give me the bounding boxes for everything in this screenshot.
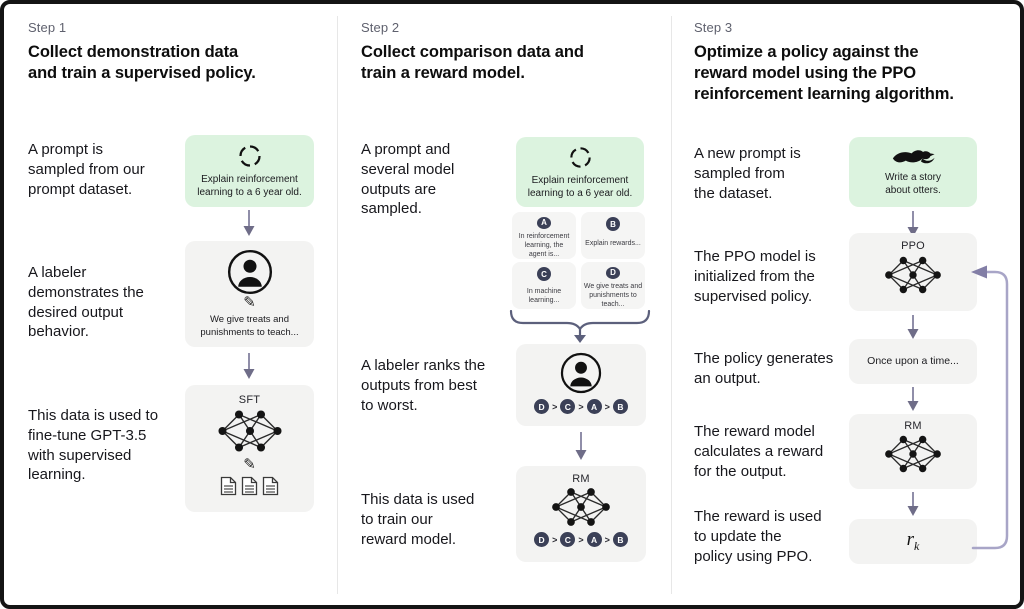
output-b-text: Explain rewards... xyxy=(585,240,641,247)
step3-caption-ppo: The PPO model is initialized from the su… xyxy=(694,248,816,305)
step2-prompt-box: Explain reinforcement learning to a 6 ye… xyxy=(516,137,644,207)
ranking-row: D > C > A > B xyxy=(534,399,628,414)
step1-caption-prompt: A prompt is sampled from our prompt data… xyxy=(28,141,145,198)
step3-ppo-box: PPO xyxy=(849,233,977,311)
step1-sft-box: SFT ✎ xyxy=(185,385,314,512)
arrow-down-icon xyxy=(242,353,256,379)
step2-labeler-box: D > C > A > B xyxy=(516,344,646,426)
step1-title: Collect demonstration data and train a s… xyxy=(28,43,256,83)
column-divider xyxy=(337,16,338,594)
step2-prompt-text: Explain reinforcement learning to a 6 ye… xyxy=(527,174,633,199)
letter-badge: B xyxy=(606,217,620,231)
arrow-down-icon xyxy=(906,315,920,339)
output-card-c: C In machine learning... xyxy=(512,262,576,309)
arrow-down-icon xyxy=(906,492,920,516)
letter-badge: D xyxy=(606,267,620,279)
output-card-b: B Explain rewards... xyxy=(581,212,645,259)
person-icon xyxy=(560,352,602,394)
arrow-down-icon xyxy=(574,432,588,460)
rank-badge: D xyxy=(534,532,550,547)
neural-network-icon xyxy=(884,255,942,295)
step1-labeler-box: ✎ We give treats and punishments to teac… xyxy=(185,241,314,347)
output-card-d: D We give treats and punishments to teac… xyxy=(581,262,645,309)
letter-badge: C xyxy=(537,267,551,281)
rank-separator: > xyxy=(552,401,558,412)
step2-caption-ranks: A labeler ranks the outputs from best to… xyxy=(361,357,486,414)
step1-label: Step 1 xyxy=(28,20,67,35)
rank-badge: A xyxy=(586,399,602,414)
step1-caption-finetune: This data is used to fine-tune GPT-3.5 w… xyxy=(28,407,159,484)
ppo-label: PPO xyxy=(901,240,925,252)
refresh-icon xyxy=(568,145,593,170)
ranking-row: D > C > A > B xyxy=(534,532,628,547)
rm-label: RM xyxy=(904,420,922,432)
rank-badge: A xyxy=(586,532,602,547)
letter-badge: A xyxy=(537,217,551,229)
neural-network-icon xyxy=(884,434,942,474)
rank-separator: > xyxy=(604,401,610,412)
step1-labeler-text: We give treats and punishments to teach.… xyxy=(200,314,299,338)
reward-value: rk xyxy=(906,529,920,553)
step2-caption-prompt: A prompt and several model outputs are s… xyxy=(361,141,455,218)
step3-prompt-box: Write a story about otters. xyxy=(849,137,977,207)
neural-network-icon xyxy=(551,487,611,527)
arrow-down-icon xyxy=(242,210,256,236)
documents-icon xyxy=(220,476,279,496)
rank-separator: > xyxy=(604,534,610,545)
rank-separator: > xyxy=(578,401,584,412)
step3-caption-output: The policy generates an output. xyxy=(694,350,834,387)
step1-prompt-box: Explain reinforcement learning to a 6 ye… xyxy=(185,135,314,207)
step3-label: Step 3 xyxy=(694,20,733,35)
step3-caption-reward: The reward model calculates a reward for… xyxy=(694,423,824,480)
step3-reward-box: rk xyxy=(849,519,977,564)
output-card-a: A In reinforcement learning, the agent i… xyxy=(512,212,576,259)
person-icon xyxy=(227,249,273,295)
feedback-loop-arrow xyxy=(961,258,1016,558)
step3-output-box: Once upon a time... xyxy=(849,339,977,384)
rank-badge: B xyxy=(612,399,628,414)
output-d-text: We give treats and punishments to teach.… xyxy=(583,282,643,308)
step2-label: Step 2 xyxy=(361,20,400,35)
step3-output-text: Once upon a time... xyxy=(867,354,959,367)
rank-separator: > xyxy=(578,534,584,545)
column-divider xyxy=(671,16,672,594)
step1-prompt-text: Explain reinforcement learning to a 6 ye… xyxy=(197,174,302,198)
rank-badge: D xyxy=(534,399,550,414)
output-a-text: In reinforcement learning, the agent is.… xyxy=(518,232,570,258)
step3-caption-update: The reward is used to update the policy … xyxy=(694,508,822,565)
brace-connector xyxy=(508,310,653,344)
step3-rm-box: RM xyxy=(849,414,977,489)
arrow-down-icon xyxy=(906,211,920,237)
step2-title: Collect comparison data and train a rewa… xyxy=(361,43,584,83)
step2-rm-box: RM D > C > A > B xyxy=(516,466,646,562)
rank-badge: C xyxy=(560,532,576,547)
rank-badge: B xyxy=(612,532,628,547)
neural-network-icon xyxy=(217,409,283,453)
step3-caption-prompt: A new prompt is sampled from the dataset… xyxy=(694,145,801,202)
rank-separator: > xyxy=(552,534,558,545)
pencil-icon: ✎ xyxy=(243,294,256,312)
step3-prompt-text: Write a story about otters. xyxy=(885,172,941,196)
rm-label: RM xyxy=(572,473,590,485)
arrow-down-icon xyxy=(906,387,920,411)
rank-badge: C xyxy=(560,399,576,414)
otter-icon xyxy=(890,147,936,167)
pencil-icon: ✎ xyxy=(243,456,256,473)
output-c-text: In machine learning... xyxy=(526,288,562,305)
step3-title: Optimize a policy against the reward mod… xyxy=(694,43,954,104)
refresh-icon xyxy=(237,143,263,169)
step2-caption-train: This data is used to train our reward mo… xyxy=(361,491,475,548)
sft-label: SFT xyxy=(238,394,261,406)
step1-caption-labeler: A labeler demonstrates the desired outpu… xyxy=(28,264,144,341)
